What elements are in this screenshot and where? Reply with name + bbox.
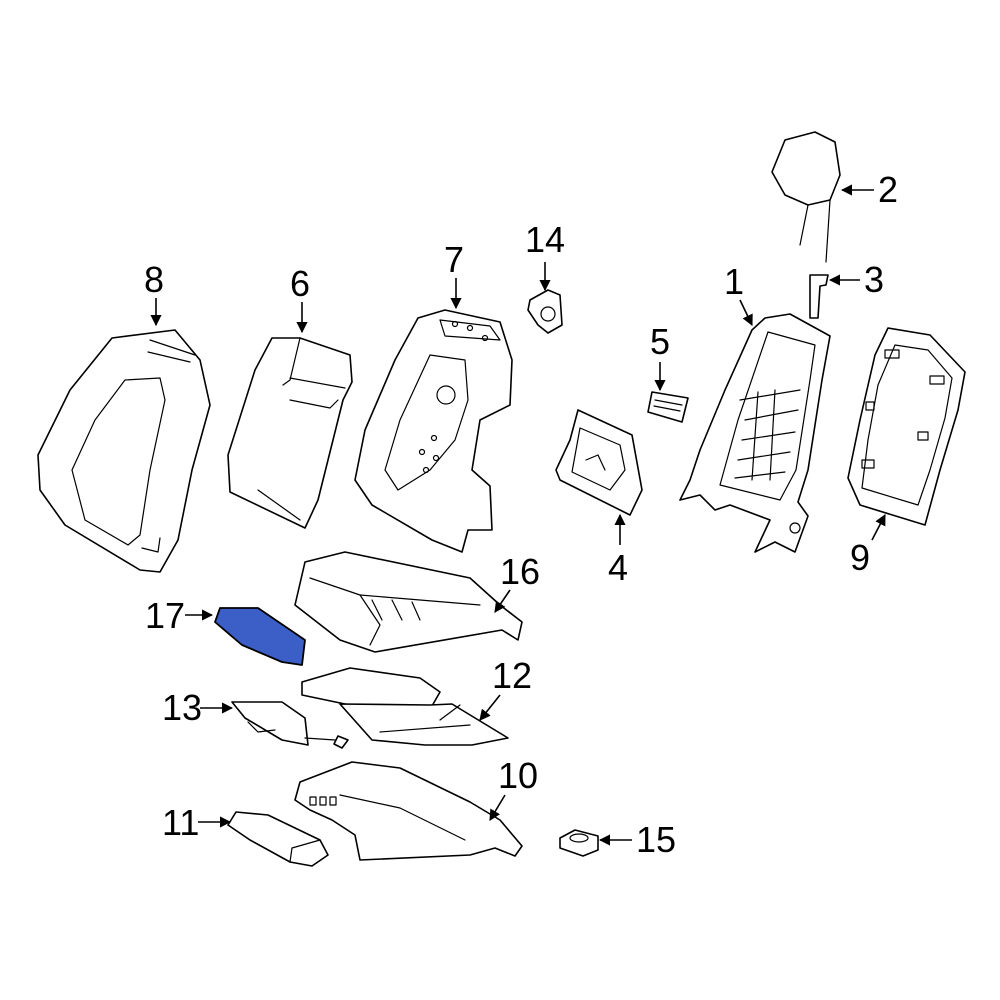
part-12-cushion-foam[interactable] [301,667,509,746]
callout-6[interactable]: 6 [290,263,310,304]
part-2-headrest[interactable] [771,131,841,263]
leader-arrows [150,184,886,846]
part-3-headrest-guide[interactable] [809,274,829,319]
callout-3[interactable]: 3 [864,259,884,300]
callout-10[interactable]: 10 [498,755,538,796]
part-11-front-pad[interactable] [227,811,329,867]
part-13-heating-mat[interactable] [231,701,349,749]
part-1-seatback-frame[interactable] [679,313,831,553]
part-16-seat-cover[interactable] [294,551,523,653]
leader-10 [489,794,506,821]
part-6-backrest-pad[interactable] [227,337,353,529]
callout-14[interactable]: 14 [525,219,565,260]
part-15-connector[interactable] [559,829,599,857]
callout-9[interactable]: 9 [850,537,870,578]
callout-12[interactable]: 12 [492,655,532,696]
part-9-back-panel[interactable] [847,327,966,526]
callout-4[interactable]: 4 [608,547,628,588]
leader-9 [871,514,886,541]
leader-12 [479,694,501,721]
callout-13[interactable]: 13 [162,687,202,728]
part-17-pad-highlighted[interactable] [214,607,306,666]
part-14-clip[interactable] [527,289,563,334]
callout-17[interactable]: 17 [145,595,185,636]
part-4-side-panel[interactable] [555,409,643,516]
leader-1 [739,299,753,327]
leader-16 [494,589,511,613]
callout-8[interactable]: 8 [144,259,164,300]
part-10-cushion-pan[interactable] [294,761,523,861]
part-5-bracket[interactable] [647,391,689,423]
part-8-backrest-cover[interactable] [37,329,211,573]
callout-16[interactable]: 16 [500,551,540,592]
callout-5[interactable]: 5 [650,321,670,362]
callout-2[interactable]: 2 [878,169,898,210]
callout-11[interactable]: 11 [162,802,199,843]
callout-1[interactable]: 1 [724,261,744,302]
callout-15[interactable]: 15 [636,819,676,860]
part-7-backrest-shell[interactable] [354,309,513,553]
callout-numbers: 8 6 7 14 5 4 1 2 3 9 16 17 12 13 10 11 1… [144,169,898,860]
callout-7[interactable]: 7 [444,239,464,280]
